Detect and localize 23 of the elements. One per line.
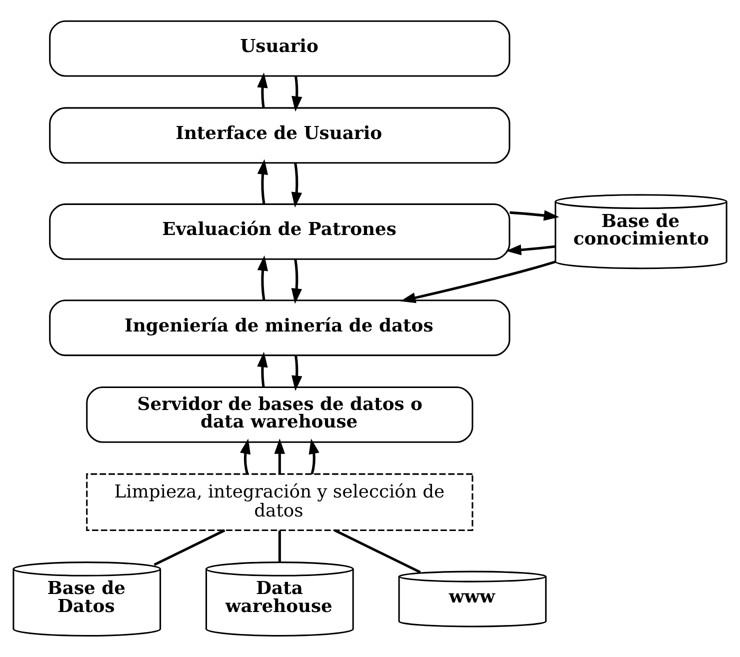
connector [154, 529, 226, 566]
arrow [292, 355, 302, 392]
arrow [291, 162, 302, 208]
arrow [257, 159, 268, 204]
connector [334, 529, 421, 574]
arrow [274, 438, 286, 474]
arrow [510, 210, 560, 221]
arrow [291, 259, 302, 304]
arrow [257, 72, 268, 108]
node-box: Usuario [49, 20, 510, 77]
arrow [400, 260, 556, 304]
arrow [240, 438, 251, 474]
node-box: Evaluación de Patrones [49, 203, 510, 260]
arrow [257, 255, 268, 300]
arrow [308, 438, 320, 474]
node-box: Ingeniería de minería de datos [49, 300, 510, 356]
arrow [292, 76, 302, 112]
arrow [257, 352, 268, 388]
connector [278, 530, 281, 562]
node-box: Interface de Usuario [49, 107, 510, 164]
node-box: Servidor de bases de datos o data warehouse [86, 386, 474, 443]
node-box: Limpieza, integración y selección de datos [86, 473, 474, 531]
arrow [506, 244, 556, 256]
